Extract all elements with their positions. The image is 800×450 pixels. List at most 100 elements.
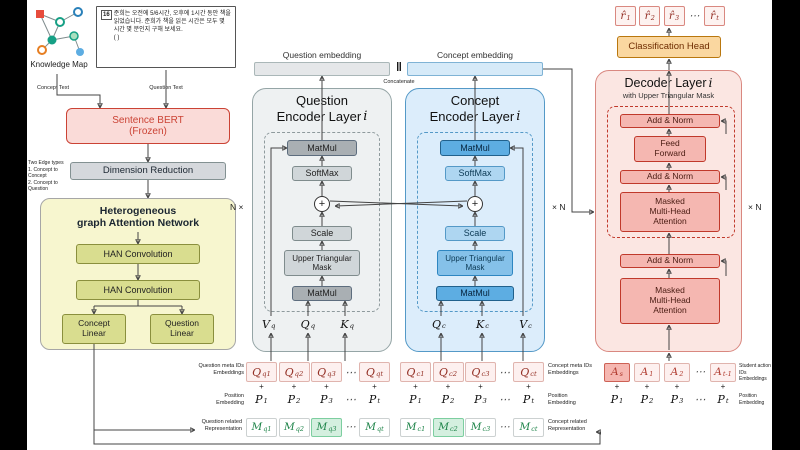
layer-index: i — [363, 109, 368, 125]
letterbox-right — [772, 0, 800, 450]
token: + — [720, 382, 726, 391]
concept-scale: Scale — [445, 226, 505, 241]
student-plus-row: + + + + — [604, 382, 736, 391]
token: r̂3 — [663, 6, 685, 26]
question-encoder-title-2: Encoder Layer i — [252, 109, 392, 125]
han-convolution-1: HAN Convolution — [76, 244, 200, 264]
token: r̂1 — [615, 6, 636, 26]
concept-linear-block: Concept Linear — [62, 314, 126, 344]
token: + — [324, 382, 329, 391]
concept-upper-triangular-mask: Upper Triangular Mask — [437, 250, 513, 276]
concept-embedding-label: Concept embedding — [436, 50, 514, 60]
question-linear-block: Question Linear — [150, 314, 214, 344]
ellipsis — [694, 382, 706, 391]
sentence-bert-block: Sentence BERT (Frozen) — [66, 108, 230, 144]
question-plus-row: ++++ — [246, 382, 390, 391]
concept-encoder-inner-dashed — [417, 132, 533, 312]
student-action-ids-label: Student action IDs Embeddings — [739, 363, 771, 382]
decoder-add-norm-1: Add & Norm — [620, 114, 720, 128]
decoder-add-norm-2: Add & Norm — [620, 170, 720, 184]
token: r̂t — [704, 6, 725, 26]
decoder-subtitle: with Upper Triangular Mask — [622, 90, 715, 100]
token: + — [259, 382, 264, 391]
concept-encoder-title-text2: Encoder Layer — [429, 109, 515, 125]
question-scale: Scale — [292, 226, 352, 241]
concept-encoder-title-1: Concept — [405, 93, 545, 109]
question-upper-triangular-mask: Upper Triangular Mask — [284, 250, 360, 276]
knowledge-graph-icon — [36, 7, 84, 56]
concept-encoder-title-text: Concept — [450, 93, 500, 109]
token: + — [478, 382, 483, 391]
token: + — [413, 382, 418, 391]
ellipsis: ⋯ — [499, 365, 510, 379]
concept-embedding-bar — [407, 62, 543, 76]
concept-text-label: Concept Text — [28, 85, 78, 93]
han-convolution-2: HAN Convolution — [76, 280, 200, 300]
token: + — [614, 382, 620, 391]
problem-number: 16 — [101, 10, 112, 21]
ellipsis: ⋯ — [499, 392, 510, 406]
question-add-operator: + — [314, 196, 330, 212]
decoder-add-norm-3: Add & Norm — [620, 254, 720, 268]
decoder-title-text: Decoder Layer — [624, 75, 707, 90]
token: + — [445, 382, 451, 391]
question-encoder-title-text: Question — [295, 93, 349, 109]
dimension-reduction-block: Dimension Reduction — [70, 162, 226, 180]
decoder-title: Decoder Layer i — [595, 74, 742, 90]
letterbox-left — [0, 0, 27, 450]
layer-index: i — [708, 74, 713, 90]
ellipsis: ⋯ — [689, 10, 700, 22]
problem-text: 준희는 오전에 5/6시간, 오후에 1시간 동안 책을 읽었습니다. 준희가 … — [113, 11, 231, 42]
knowledge-map-label: Knowledge Map — [30, 60, 88, 69]
concept-encoder-repeat-label: × N — [552, 202, 566, 212]
question-matmul-bottom: MatMul — [292, 286, 352, 301]
question-text-label: Question Text — [140, 85, 192, 93]
question-encoder-repeat-label: N × — [230, 202, 244, 212]
ellipsis: ⋯ — [345, 421, 356, 433]
student-position-label: Position Embedding — [739, 393, 765, 406]
token: + — [644, 382, 650, 391]
concept-matmul-top: MatMul — [440, 140, 510, 156]
question-meta-ids-label: Question meta IDs Embeddings — [198, 363, 244, 377]
concept-meta-ids-label: Concept meta IDs Embeddings — [548, 363, 593, 377]
token: + — [674, 382, 680, 391]
ellipsis: ⋯ — [345, 365, 356, 379]
decoder-feed-forward: Feed Forward — [634, 136, 706, 162]
question-embedding-bar — [254, 62, 390, 76]
ellipsis: ⋯ — [694, 366, 706, 378]
question-encoder-inner-dashed — [264, 132, 380, 312]
decoder-repeat-label: × N — [748, 202, 762, 212]
token: r̂2 — [639, 6, 661, 26]
concept-representation-label: Concept related Representation — [548, 419, 594, 434]
